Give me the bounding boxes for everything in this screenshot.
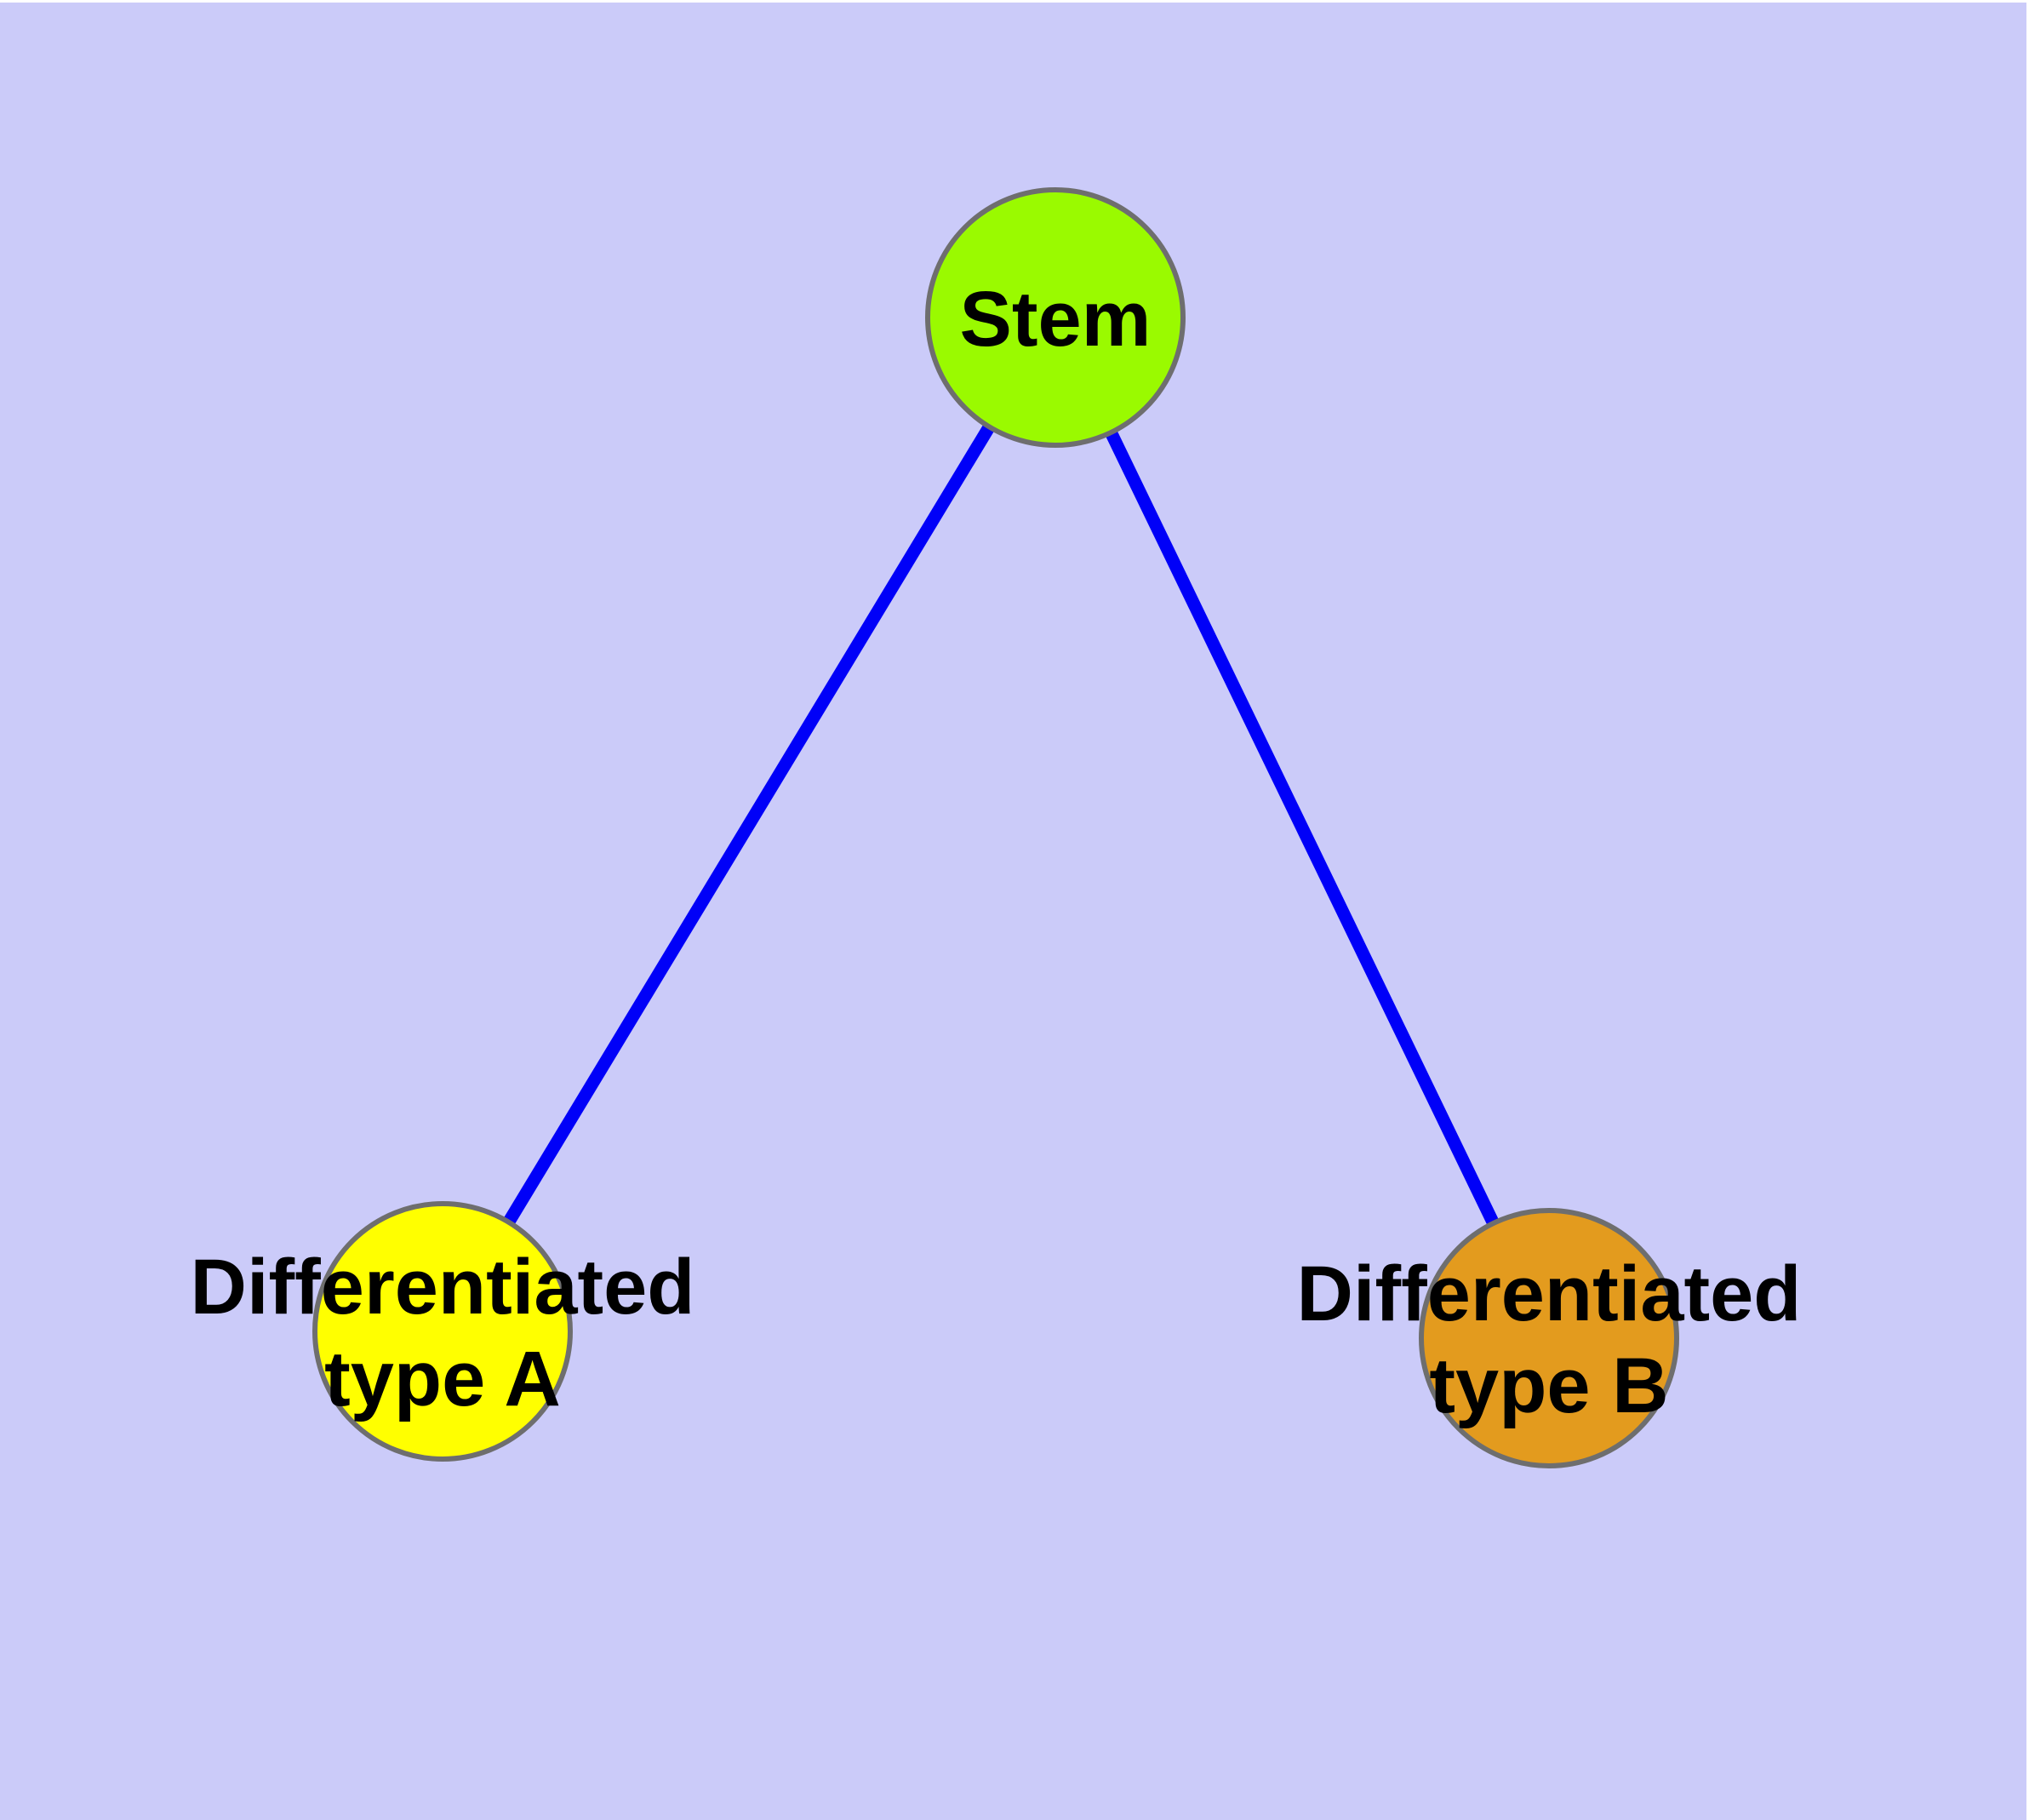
node-stem-label: Stem <box>960 276 1152 363</box>
node-type-b-label-line2: type B <box>1429 1342 1668 1429</box>
edge-stem-to-type-a <box>437 314 1061 1335</box>
node-type-b-circle <box>1419 1208 1679 1468</box>
node-type-a-circle <box>312 1201 573 1462</box>
edge-stem-to-type-b <box>1049 314 1555 1342</box>
node-type-a-label-line1: Differentiated <box>191 1244 695 1331</box>
node-stem-circle <box>925 187 1186 448</box>
node-type-a-label-line2: type A <box>324 1336 561 1422</box>
node-type-b-label-line1: Differentiated <box>1297 1251 1802 1337</box>
